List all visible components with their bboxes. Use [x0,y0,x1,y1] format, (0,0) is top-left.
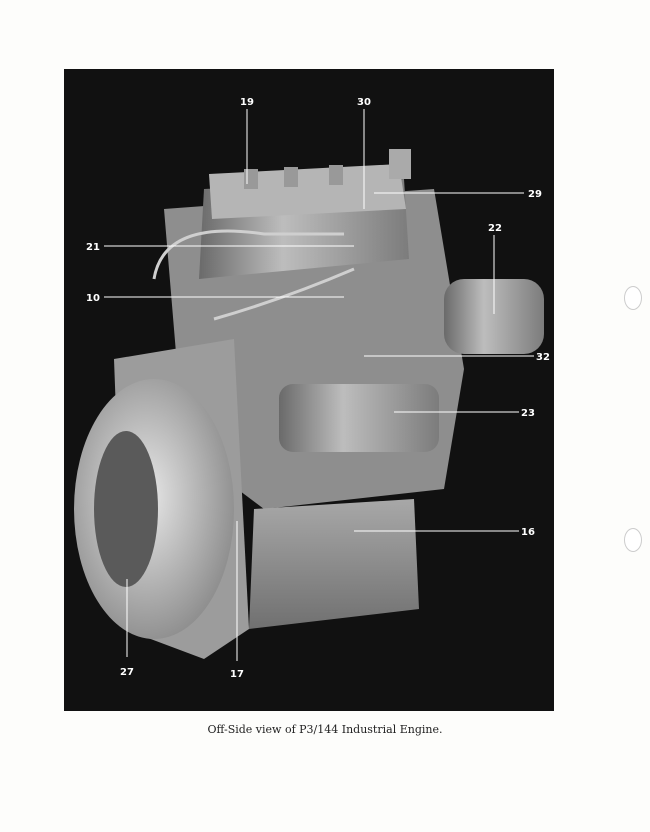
engine-photograph: 19 30 29 21 22 10 32 23 16 27 17 [64,69,554,711]
callout-label-19: 19 [240,97,254,108]
callout-label-10: 10 [86,293,100,304]
punch-hole [624,286,642,310]
filler-cap [284,167,298,187]
sump [249,499,419,629]
filler-cap [244,169,258,189]
callout-label-17: 17 [230,669,244,680]
fuel-pipe [152,229,344,280]
water-outlet [389,149,411,179]
rocker-cover [209,164,406,219]
figure-caption: Off-Side view of P3/144 Industrial Engin… [207,723,443,736]
filler-cap [329,165,343,185]
callout-label-22: 22 [488,223,502,234]
punch-hole [624,528,642,552]
callout-label-29: 29 [528,189,542,200]
callout-label-23: 23 [521,408,535,419]
dynamo [444,279,544,354]
callout-label-21: 21 [86,242,100,253]
starter-motor [279,384,439,452]
engine-illustration: 19 30 29 21 22 10 32 23 16 27 17 [74,97,550,680]
flywheel-bore [94,431,158,587]
callout-label-27: 27 [120,667,134,678]
callout-label-16: 16 [521,527,535,538]
callout-label-32: 32 [536,352,550,363]
callout-label-30: 30 [357,97,371,108]
fuel-pipe [213,267,355,321]
